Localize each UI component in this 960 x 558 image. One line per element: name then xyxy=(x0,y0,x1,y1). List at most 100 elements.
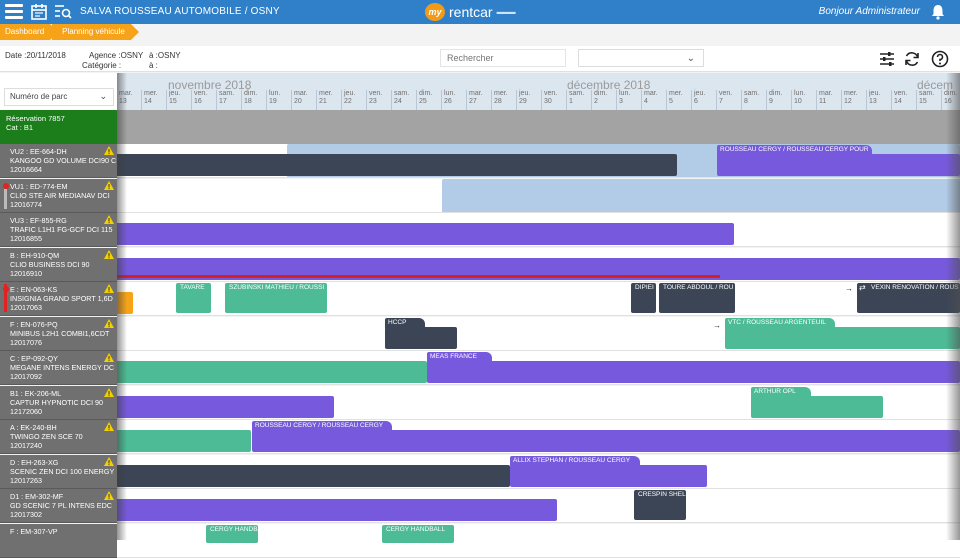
booking-bar[interactable] xyxy=(510,464,707,487)
booking-bar[interactable] xyxy=(751,395,883,418)
booking-bar[interactable] xyxy=(117,257,960,280)
swap-icon: ⇄ xyxy=(859,283,866,292)
warning-icon[interactable] xyxy=(104,491,114,500)
booking-bar[interactable] xyxy=(717,154,960,176)
booking-bar[interactable] xyxy=(442,178,960,212)
booking-bar[interactable] xyxy=(117,223,734,245)
vehicle-lane[interactable]: ROUSSEAU CERGY / ROUSSEAU CERGY POUR xyxy=(117,144,960,178)
warning-icon[interactable] xyxy=(104,215,114,224)
day-number: 4 xyxy=(644,98,648,105)
search-input[interactable] xyxy=(440,49,566,67)
vehicle-lane[interactable]: CERGY HANDBALL CERGY HANDBALL xyxy=(117,523,960,558)
day-weekday: ven. xyxy=(544,90,558,97)
booking-tab[interactable]: MEAS FRANCE xyxy=(427,352,492,362)
vehicle-model: TRAFIC L1H1 FG-GCF DCI 115 xyxy=(10,225,113,234)
day-weekday: mar. xyxy=(119,90,133,97)
booking-bar[interactable] xyxy=(117,430,251,452)
booking-tab[interactable]: ROUSSEAU CERGY / ROUSSEAU CERGY POUR xyxy=(717,145,872,155)
day-cell: dim.18 xyxy=(241,90,266,110)
booking-bar[interactable]: CERGY HANDBALL xyxy=(206,524,269,543)
booking-tab[interactable]: ROUSSEAU CERGY / ROUSSEAU CERGY xyxy=(252,421,392,431)
day-weekday: mar. xyxy=(644,90,658,97)
booking-bar[interactable] xyxy=(385,326,457,349)
booking-bar[interactable]: ⇄VEXIN RENOVATION / ROUS xyxy=(857,283,960,313)
refresh-icon[interactable] xyxy=(903,50,921,68)
day-weekday: sam. xyxy=(219,90,235,97)
warning-icon[interactable] xyxy=(104,284,114,293)
warning-icon[interactable] xyxy=(104,318,114,328)
reservation-category: Cat : B1 xyxy=(6,123,34,132)
vehicle-lane[interactable]: MEAS FRANCE xyxy=(117,351,960,385)
vehicle-lane[interactable]: ROUSSEAU CERGY / ROUSSEAU CERGY xyxy=(117,420,960,454)
warning-icon[interactable] xyxy=(104,353,114,362)
warning-icon[interactable] xyxy=(104,180,114,190)
filter-select[interactable]: ⌄ xyxy=(578,49,704,67)
vehicle-plate: VU1 : ED-774-EM xyxy=(10,181,68,191)
booking-bar[interactable] xyxy=(117,395,334,418)
warning-icon[interactable] xyxy=(104,387,114,397)
day-number: 10 xyxy=(794,98,802,105)
booking-bar[interactable]: CERGY HANDBALL xyxy=(382,524,454,543)
help-icon[interactable] xyxy=(931,50,949,68)
warning-icon[interactable] xyxy=(104,422,114,431)
booking-bar[interactable] xyxy=(117,499,557,521)
booking-bar[interactable] xyxy=(117,464,510,487)
day-cell: mer.21 xyxy=(316,90,341,110)
booking-bar[interactable] xyxy=(725,326,960,349)
booking-bar[interactable] xyxy=(427,361,960,383)
booking-bar[interactable]: TOURE ABDOUL / ROU xyxy=(659,283,735,313)
booking-bar[interactable] xyxy=(117,361,427,383)
arrow-right-icon: → xyxy=(845,284,853,293)
warning-icon[interactable] xyxy=(104,456,114,466)
vehicle-lane[interactable]: CRESPIN SHEL xyxy=(117,489,960,523)
vehicle-model: SCENIC ZEN DCI 100 ENERGY xyxy=(10,466,115,476)
vehicle-label[interactable]: F : EM-307-VP xyxy=(0,523,117,558)
settings-sliders-icon[interactable] xyxy=(878,50,896,68)
booking-bar[interactable]: SZUBINSKI MATHIEU / ROUSSI xyxy=(225,283,327,313)
list-search-icon[interactable] xyxy=(54,3,72,21)
booking-tab[interactable]: HCCP xyxy=(385,317,425,328)
warning-icon[interactable] xyxy=(104,249,114,259)
booking-bar[interactable]: TAVARE xyxy=(176,283,211,313)
day-number: 9 xyxy=(769,98,773,105)
reservation-row-label[interactable]: Réservation 7857 Cat : B1 xyxy=(0,110,117,144)
vehicle-lane[interactable] xyxy=(117,213,960,247)
booking-tab[interactable]: VTC / ROUSSEAU ARGENTEUIL xyxy=(725,317,835,328)
warning-icon[interactable] xyxy=(104,146,114,155)
vehicle-lane[interactable] xyxy=(117,178,960,213)
vehicle-lane[interactable]: ARTHUR OPL xyxy=(117,385,960,420)
booking-bar[interactable] xyxy=(117,292,133,314)
booking-bar[interactable] xyxy=(252,430,960,452)
breadcrumb: Dashboard Planning véhicule xyxy=(0,24,139,40)
breadcrumb-planning[interactable]: Planning véhicule xyxy=(52,24,139,40)
day-number: 1 xyxy=(569,98,573,105)
booking-bar[interactable]: DIPIEI xyxy=(631,283,656,313)
bell-icon[interactable] xyxy=(930,4,946,20)
vehicle-number: 12016855 xyxy=(10,234,42,243)
parc-number-select[interactable]: Numéro de parc⌄ xyxy=(4,88,114,106)
vehicle-lane[interactable]: ALLIX STEPHAN / ROUSSEAU CERGY xyxy=(117,454,960,489)
booking-tab[interactable]: ALLIX STEPHAN / ROUSSEAU CERGY xyxy=(510,455,640,466)
day-cell: jeu.13 xyxy=(866,90,891,110)
day-cell: mar.20 xyxy=(291,90,316,110)
calendar-icon[interactable] xyxy=(30,3,48,21)
menu-icon[interactable] xyxy=(5,4,23,20)
breadcrumb-dashboard[interactable]: Dashboard xyxy=(0,24,59,40)
booking-bar[interactable]: CRESPIN SHEL xyxy=(634,490,686,520)
booking-tab[interactable]: ARTHUR OPL xyxy=(751,386,811,397)
booking-bar[interactable] xyxy=(117,154,677,176)
day-cell: mar.4 xyxy=(641,90,666,110)
